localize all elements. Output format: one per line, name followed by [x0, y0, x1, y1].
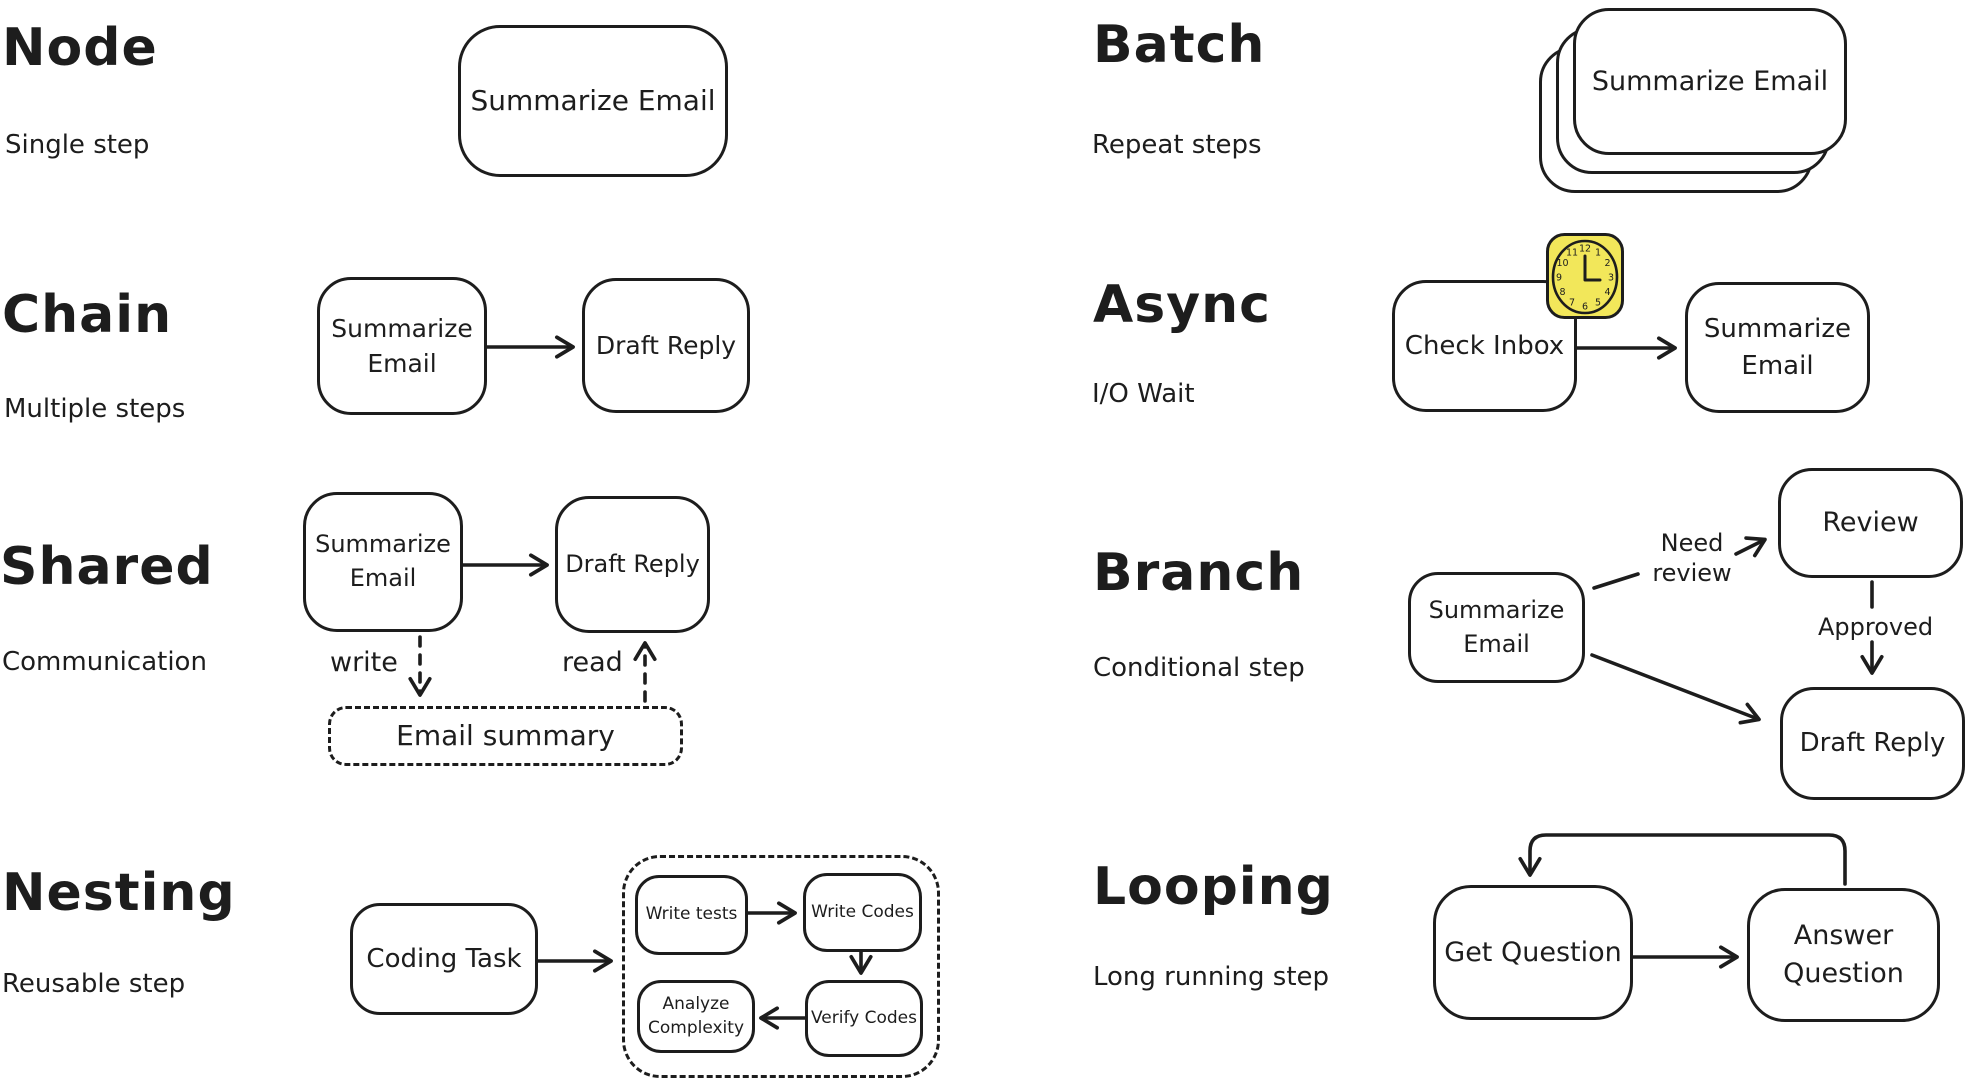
- branch-box-summarize-email: Summarize Email: [1408, 572, 1585, 683]
- node-box-label: Summarize Email: [470, 84, 716, 118]
- clock-number: 8: [1559, 287, 1565, 298]
- write-tests-label: Write tests: [645, 904, 738, 925]
- async-box2-label: Summarize Email: [1703, 314, 1852, 381]
- chain-box-summarize-email: Summarize Email: [317, 277, 487, 415]
- looping-box1-label: Get Question: [1444, 936, 1622, 968]
- shared-subtitle: Communication: [2, 647, 207, 677]
- nesting-box-analyze-complexity: Analyze Complexity: [637, 980, 755, 1053]
- branch-box1-label: Summarize Email: [1428, 595, 1565, 658]
- chain-box2-label: Draft Reply: [595, 331, 737, 360]
- branch-title: Branch: [1093, 543, 1305, 603]
- async-title: Async: [1093, 275, 1271, 335]
- clock-number: 9: [1556, 273, 1562, 284]
- clock-number: 10: [1556, 258, 1568, 269]
- branch-need-review-label: Need review: [1652, 529, 1732, 587]
- clock-number: 3: [1608, 273, 1614, 284]
- clock-number: 7: [1569, 298, 1575, 309]
- branch-approved-label: Approved: [1818, 613, 1934, 641]
- chain-subtitle: Multiple steps: [4, 394, 186, 424]
- chain-box1-label: Summarize Email: [331, 314, 473, 378]
- looping-box-get-question: Get Question: [1433, 885, 1633, 1020]
- verify-codes-label: Verify Codes: [810, 1007, 917, 1028]
- branch-box-draft-reply: Draft Reply: [1780, 687, 1965, 800]
- clock-number: 6: [1582, 302, 1588, 313]
- looping-subtitle: Long running step: [1093, 962, 1330, 992]
- node-title: Node: [2, 18, 158, 78]
- shared-store-label: Email summary: [396, 719, 615, 753]
- looping-box2-label: Answer Question: [1783, 920, 1904, 989]
- branch-need-review-arrow: [1734, 536, 1767, 558]
- shared-box-summarize-email: Summarize Email: [303, 492, 463, 632]
- looping-loopback-arrow: [1518, 833, 1847, 886]
- chain-title: Chain: [2, 285, 173, 345]
- async-subtitle: I/O Wait: [1092, 379, 1195, 409]
- branch-subtitle: Conditional step: [1093, 653, 1305, 683]
- node-subtitle: Single step: [5, 130, 150, 160]
- shared-read-label: read: [562, 647, 623, 678]
- shared-write-label: write: [330, 647, 398, 678]
- shared-box1-label: Summarize Email: [315, 530, 451, 592]
- looping-box-answer-question: Answer Question: [1747, 888, 1940, 1022]
- batch-title: Batch: [1093, 15, 1266, 75]
- shared-title: Shared: [0, 537, 214, 597]
- shared-box2-label: Draft Reply: [565, 549, 700, 578]
- clock-number: 5: [1595, 298, 1601, 309]
- nesting-box-write-tests: Write tests: [635, 875, 748, 955]
- clock-number: 12: [1579, 244, 1591, 255]
- chain-box-draft-reply: Draft Reply: [582, 278, 750, 413]
- branch-box-review: Review: [1778, 468, 1963, 578]
- branch-review-label: Review: [1822, 507, 1919, 539]
- clock-number: 11: [1566, 247, 1578, 258]
- branch-direct-arrow: [1590, 653, 1761, 725]
- nesting-box-verify-codes: Verify Codes: [805, 980, 923, 1057]
- batch-card-top-summarize-email: Summarize Email: [1573, 8, 1847, 155]
- nesting-box-coding-task: Coding Task: [350, 903, 538, 1015]
- analyze-complexity-label: Analyze Complexity: [647, 993, 744, 1038]
- nesting-title: Nesting: [2, 863, 236, 923]
- looping-title: Looping: [1093, 857, 1334, 917]
- clock-number: 4: [1604, 287, 1610, 298]
- batch-card-label: Summarize Email: [1591, 65, 1829, 97]
- async-box-summarize-email: Summarize Email: [1685, 282, 1870, 413]
- clock-number: 1: [1595, 247, 1601, 258]
- async-box1-label: Check Inbox: [1404, 330, 1565, 361]
- nesting-box1-label: Coding Task: [366, 943, 522, 974]
- write-codes-label: Write Codes: [811, 901, 914, 922]
- branch-need-review-tick: [1592, 572, 1640, 590]
- node-box-summarize-email: Summarize Email: [458, 25, 728, 177]
- shared-box-draft-reply: Draft Reply: [555, 496, 710, 633]
- nesting-subtitle: Reusable step: [2, 969, 186, 999]
- shared-store-email-summary: Email summary: [328, 706, 683, 766]
- async-box-check-inbox: Check Inbox: [1392, 280, 1577, 412]
- branch-draft-label: Draft Reply: [1799, 728, 1946, 759]
- batch-subtitle: Repeat steps: [1092, 130, 1262, 160]
- clock-number: 2: [1604, 258, 1610, 269]
- nesting-box-write-codes: Write Codes: [803, 873, 922, 952]
